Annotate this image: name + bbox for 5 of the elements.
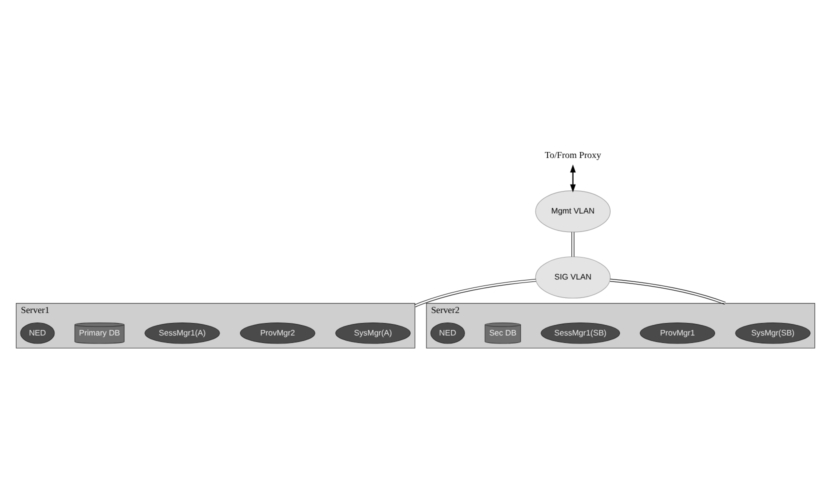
connector xyxy=(571,231,574,256)
connector xyxy=(414,278,536,307)
connector xyxy=(610,278,726,304)
arrow xyxy=(570,164,576,192)
node-text: To/From Proxy xyxy=(544,149,602,160)
